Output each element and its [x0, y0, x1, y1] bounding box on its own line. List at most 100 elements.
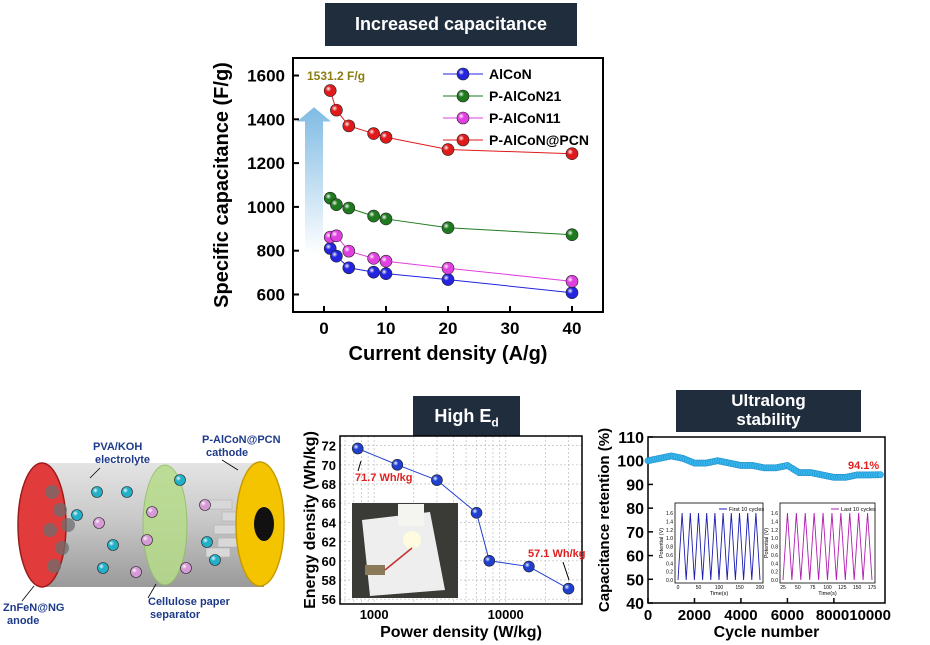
- gcd-y-tick-label: 1.0: [666, 536, 673, 542]
- cation-ion: [91, 486, 103, 498]
- retention-annotation: 94.1%: [848, 460, 879, 472]
- cation-ion-shine: [201, 536, 213, 548]
- cathode-pointer: [221, 459, 239, 471]
- capacitance-data-point: [342, 119, 356, 133]
- legend-marker: [456, 111, 470, 125]
- ragone-y-tick-label: 64: [322, 515, 337, 530]
- anion-ion-shine: [93, 517, 105, 529]
- cation-ion-shine: [174, 474, 186, 486]
- anion-ion-shine: [130, 566, 142, 578]
- ragone-data-point: [523, 560, 535, 573]
- separator-label-line2: separator: [150, 609, 201, 621]
- capacitance-data-point-shine: [380, 267, 392, 280]
- anion-ion: [130, 566, 142, 578]
- ragone-data-point: [431, 474, 443, 486]
- gcd-x-tick-label: 150: [735, 585, 744, 591]
- capacitance-data-point-shine: [380, 131, 392, 144]
- legend-label: P-AlCoN21: [489, 88, 562, 104]
- gcd-y-tick-label: 0.0: [666, 578, 673, 584]
- increased-capacitance-banner: Increased capacitance: [325, 3, 577, 46]
- cation-ion-shine: [209, 554, 221, 566]
- ragone-data-point-shine: [352, 442, 364, 454]
- capacitance-y-tick-label: 600: [257, 285, 285, 304]
- cation-ion: [97, 562, 109, 574]
- stability-y-tick-label: 100: [617, 454, 644, 471]
- max-energy-annotation: 71.7 Wh/kg: [355, 472, 412, 484]
- anion-ion: [146, 506, 158, 518]
- min-energy-annotation: 57.1 Wh/kg: [528, 548, 585, 560]
- gcd-y-tick-label: 0.6: [666, 553, 673, 559]
- ragone-data-point-shine: [471, 507, 483, 519]
- gcd-y-tick-label: 0.2: [771, 570, 778, 576]
- anion-ion: [93, 517, 105, 529]
- electrolyte-label-line2: electrolyte: [95, 454, 150, 466]
- capacitance-data-point-shine: [330, 229, 343, 242]
- stability-y-tick-label: 80: [626, 501, 644, 518]
- capacitance-data-point-shine: [367, 127, 380, 140]
- ragone-y-tick-label: 56: [322, 592, 336, 607]
- ragone-x-tick-label: 1000: [360, 607, 389, 622]
- ragone-y-tick-label: 70: [322, 458, 336, 473]
- gcd-y-tick-label: 0.8: [771, 545, 778, 551]
- ragone-plot-frame: [339, 435, 583, 605]
- gcd-y-tick-label: 0.8: [666, 545, 673, 551]
- ragone-y-tick-label: 68: [322, 477, 336, 492]
- gcd-y-tick-label: 1.6: [771, 511, 778, 517]
- cathode-nanostructure: [207, 499, 233, 510]
- gcd-x-tick-label: 75: [810, 585, 816, 591]
- ragone-data-point: [483, 554, 496, 567]
- photo-red-wire: [384, 547, 413, 571]
- capacitance-data-point: [342, 261, 356, 275]
- ragone-data-point: [470, 506, 483, 519]
- anion-ion-shine: [141, 534, 153, 546]
- gcd-y-axis-label: Potential (V): [764, 528, 770, 558]
- capacitance-data-point-shine: [442, 273, 454, 286]
- capacitance-y-tick-label: 800: [257, 242, 285, 261]
- anode-material-cluster: [61, 518, 75, 532]
- ragone-data-point-shine: [523, 561, 535, 573]
- stability-plot-frame: [647, 436, 886, 604]
- electrolyte-label-line1: PVA/KOH: [93, 441, 142, 453]
- cation-ion-shine: [71, 509, 83, 521]
- stability-x-tick-label: 2000: [678, 607, 711, 624]
- stability-data-point: [876, 471, 884, 479]
- gcd-y-tick-label: 0.0: [771, 578, 778, 584]
- capacitance-data-point-shine: [367, 210, 380, 223]
- gcd-y-tick-label: 1.0: [771, 536, 778, 542]
- gcd-x-axis-label: Time(s): [710, 591, 729, 597]
- capacitance-data-point-shine: [367, 266, 380, 279]
- gcd-curve: [782, 512, 873, 581]
- capacitance-data-point: [379, 212, 393, 226]
- ragone-data-point-shine: [562, 583, 574, 595]
- separator-membrane: [142, 464, 188, 586]
- cation-ion-shine: [121, 486, 133, 498]
- stability-y-tick-label: 50: [626, 572, 644, 589]
- capacitance-y-tick-label: 1600: [247, 67, 285, 86]
- gcd-y-tick-label: 1.2: [771, 528, 778, 534]
- anode-material-cluster: [53, 503, 67, 517]
- stability-y-tick-label: 60: [626, 549, 644, 566]
- capacitance-data-point: [342, 244, 356, 258]
- max-energy-pointer: [357, 460, 362, 472]
- ragone-data-point: [351, 442, 364, 455]
- stability-x-tick-label: 6000: [771, 607, 804, 624]
- photo-device-holder: [365, 565, 385, 575]
- capacitance-x-tick-label: 40: [563, 319, 582, 338]
- legend-label: P-AlCoN@PCN: [489, 132, 589, 148]
- stability-y-tick-label: 110: [618, 430, 644, 447]
- capacitance-data-point-shine: [342, 119, 355, 132]
- legend-marker: [456, 133, 470, 147]
- ragone-y-tick-label: 62: [322, 535, 336, 550]
- stability-banner-line1: Ultralong: [731, 391, 806, 410]
- ragone-data-point: [562, 582, 575, 595]
- capacitance-data-point: [330, 229, 343, 243]
- capacitance-data-point: [565, 286, 579, 300]
- gcd-x-tick-label: 200: [756, 585, 765, 591]
- capacitance-x-axis-label: Current density (A/g): [349, 343, 548, 365]
- gcd-x-tick-label: 50: [696, 585, 702, 591]
- cation-ion: [174, 474, 186, 486]
- stability-x-tick-label: 800010000: [816, 607, 891, 624]
